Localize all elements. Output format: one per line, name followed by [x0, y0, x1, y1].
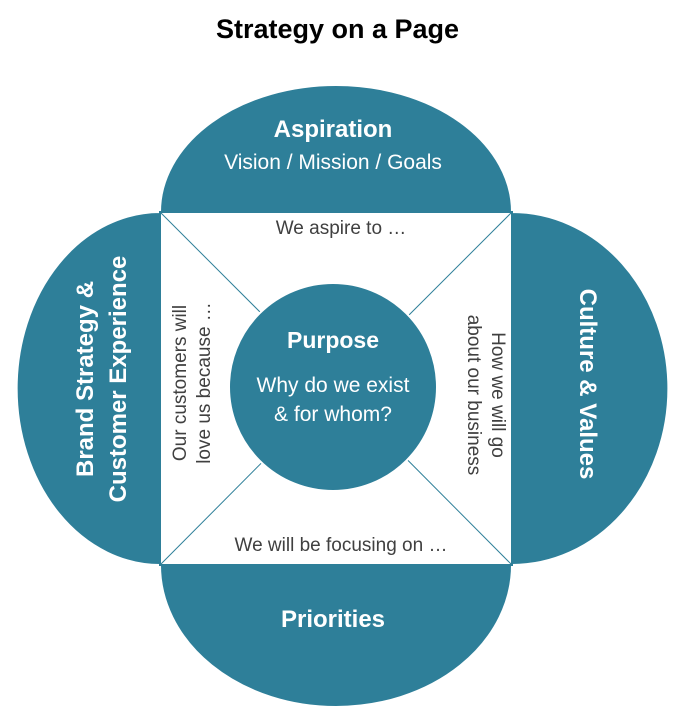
customers-prompt-line1: Our customers will [170, 305, 191, 461]
page-title: Strategy on a Page [215, 14, 460, 44]
top-petal [158, 84, 514, 213]
brand-strategy-heading-line2: Customer Experience [105, 256, 132, 503]
business-prompt-line1: How we will go [487, 332, 508, 458]
customers-prompt-line2: love us because … [194, 302, 215, 464]
left-petal [15, 210, 161, 567]
brand-strategy-heading-line1: Brand Strategy & [72, 281, 99, 477]
purpose-text-line2: & for whom? [274, 403, 392, 426]
purpose-text-line1: Why do we exist [257, 374, 410, 397]
focus-prompt: We will be focusing on … [235, 535, 448, 556]
aspiration-heading: Aspiration [274, 116, 393, 143]
aspire-prompt: We aspire to … [276, 218, 407, 239]
priorities-heading: Priorities [281, 606, 385, 633]
culture-values-heading: Culture & Values [574, 289, 601, 480]
purpose-circle [228, 282, 438, 492]
bottom-petal [158, 564, 514, 708]
right-petal [511, 210, 670, 567]
purpose-heading: Purpose [287, 327, 379, 353]
aspiration-subheading: Vision / Mission / Goals [224, 151, 442, 174]
business-prompt-line2: about our business [463, 315, 484, 476]
